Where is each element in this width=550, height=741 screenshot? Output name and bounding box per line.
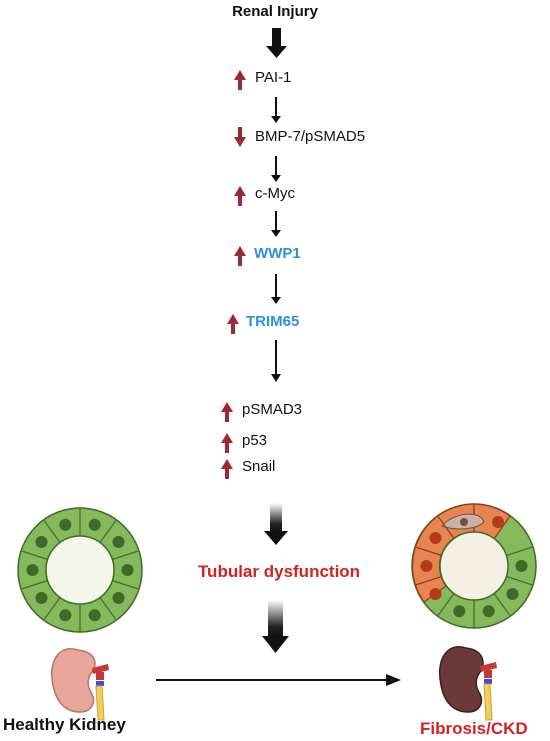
cascade-label-wwp1: WWP1 xyxy=(254,245,301,262)
diagram-title: Renal Injury xyxy=(232,3,318,20)
cascade-label-snail: Snail xyxy=(242,458,276,475)
flow-arrow-2 xyxy=(271,156,281,182)
healthy-kidney-label: Healthy Kidney xyxy=(3,715,126,734)
arrow-up-icon xyxy=(227,314,239,334)
cascade-label-pai1: PAI-1 xyxy=(255,69,292,86)
cascade-label-trim65: TRIM65 xyxy=(246,313,300,330)
indicator-arrows xyxy=(221,70,246,479)
arrow-up-icon xyxy=(221,433,233,453)
arrow-up-icon xyxy=(221,459,233,479)
flow-arrow-gradient-2 xyxy=(262,600,289,653)
flow-arrow-5 xyxy=(271,340,281,382)
diseased-tubule-icon xyxy=(411,503,537,629)
cascade-label-p53: p53 xyxy=(242,432,268,449)
flow-arrow-3 xyxy=(271,211,281,237)
flow-arrow-4 xyxy=(271,274,281,304)
flow-arrow-top xyxy=(266,28,287,58)
diseased-kidney-icon xyxy=(439,646,497,721)
arrow-down-icon xyxy=(234,127,246,147)
progression-arrow xyxy=(156,674,401,686)
fibrosis-ckd-label: Fibrosis/CKD xyxy=(420,719,528,738)
healthy-tubule-icon xyxy=(17,507,143,633)
flow-arrow-gradient-1 xyxy=(264,503,288,545)
arrow-up-icon xyxy=(234,70,246,90)
cascade-label-psmad3: pSMAD3 xyxy=(242,401,303,418)
arrow-up-icon xyxy=(234,186,246,206)
arrow-up-icon xyxy=(221,402,233,422)
healthy-kidney-icon xyxy=(51,647,109,721)
cascade-label-bmp7: BMP-7/pSMAD5 xyxy=(255,128,366,145)
outcome-label: Tubular dysfunction xyxy=(197,562,361,581)
arrow-up-icon xyxy=(234,246,246,266)
flow-arrow-1 xyxy=(271,97,281,123)
cascade-label-cmyc: c-Myc xyxy=(255,185,295,202)
